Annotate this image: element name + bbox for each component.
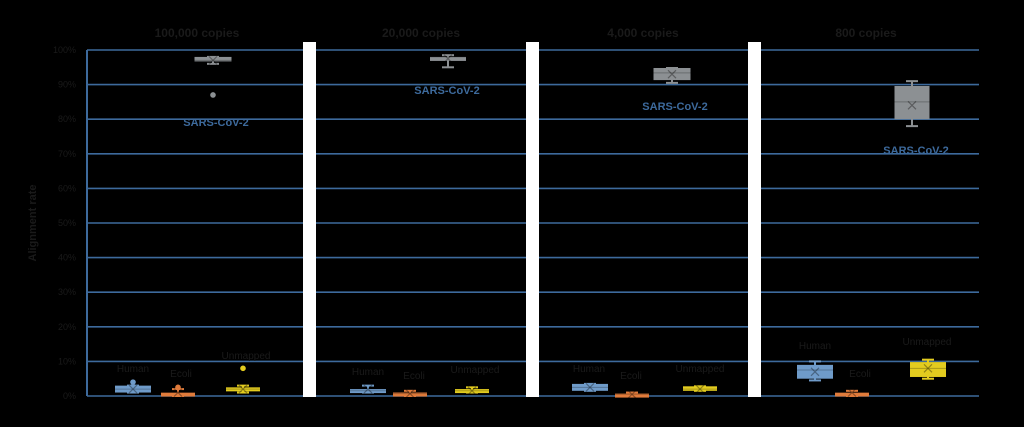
box-sars-cov-2-2 [653, 66, 691, 84]
y-axis-ticks: 0% 10% 20% 30% 40% 50% 60% 70% 80% 90% 100% [53, 45, 76, 401]
panel-title-4000: 4,000 copies [607, 26, 679, 40]
mean-marker-icon [405, 389, 415, 399]
y-tick-label: 50% [58, 218, 76, 228]
box-sars-cov-2-0 [194, 55, 232, 98]
outlier-point [175, 384, 181, 391]
human-label-20000: Human [352, 367, 384, 378]
box-ecoli-3 [835, 388, 869, 397]
box-ecoli-0 [161, 384, 195, 397]
y-tick-label: 70% [58, 149, 76, 159]
human-label-800: Human [799, 341, 831, 352]
panel-divider-1 [303, 42, 316, 397]
box-human-0 [115, 379, 151, 394]
mean-marker-icon [443, 54, 453, 64]
unmapped-label-100000: Unmapped [222, 351, 271, 362]
mean-marker-icon [810, 367, 820, 377]
panel-title-20000: 20,000 copies [382, 26, 460, 40]
panel-title-800: 800 copies [835, 26, 897, 40]
y-tick-label: 40% [58, 253, 76, 263]
ecoli-label-800: Ecoli [849, 369, 871, 380]
y-tick-label: 80% [58, 114, 76, 124]
mean-marker-icon [695, 384, 705, 394]
mean-marker-icon [467, 386, 477, 396]
mean-marker-icon [627, 389, 637, 399]
y-tick-label: 30% [58, 287, 76, 297]
box-unmapped-0 [226, 365, 260, 394]
panel-divider-3 [748, 42, 761, 397]
box-unmapped-2 [683, 384, 717, 394]
human-label-4000: Human [573, 364, 605, 375]
box-sars-cov-2-1 [430, 54, 466, 69]
y-axis-label: Alignment rate [27, 184, 39, 261]
y-tick-label: 60% [58, 183, 76, 193]
ecoli-label-4000: Ecoli [620, 371, 642, 382]
unmapped-label-20000: Unmapped [451, 365, 500, 376]
unmapped-label-800: Unmapped [903, 337, 952, 348]
mean-marker-icon [923, 363, 933, 373]
unmapped-label-4000: Unmapped [676, 364, 725, 375]
outlier-point [210, 92, 216, 98]
mean-marker-icon [208, 55, 218, 65]
ecoli-label-20000: Ecoli [403, 371, 425, 382]
outlier-point [130, 379, 136, 385]
ecoli-label-100000: Ecoli [170, 369, 192, 380]
box-sars-cov-2-3 [894, 80, 930, 128]
mean-marker-icon [667, 69, 677, 79]
sars-label-100000: SARS-CoV-2 [183, 117, 248, 129]
mean-marker-icon [363, 384, 373, 394]
y-tick-label: 0% [63, 391, 76, 401]
mean-marker-icon [128, 384, 138, 394]
box-human-2 [572, 382, 608, 392]
y-tick-label: 100% [53, 45, 76, 55]
y-tick-label: 20% [58, 322, 76, 332]
box-unmapped-3 [910, 358, 946, 380]
mean-marker-icon [907, 100, 917, 110]
panel-divider-2 [526, 42, 539, 397]
mean-marker-icon [847, 388, 857, 397]
mean-marker-icon [173, 388, 183, 397]
box-ecoli-1 [393, 389, 427, 399]
sars-label-800: SARS-CoV-2 [883, 145, 948, 157]
outlier-point [240, 365, 246, 372]
box-ecoli-2 [615, 389, 649, 399]
box-series [115, 54, 946, 399]
panel-title-100000: 100,000 copies [155, 26, 240, 40]
box-human-1 [350, 384, 386, 394]
box-human-3 [797, 360, 833, 382]
y-tick-label: 90% [58, 80, 76, 90]
sars-label-4000: SARS-CoV-2 [642, 101, 707, 113]
human-label-100000: Human [117, 364, 149, 375]
sars-label-20000: SARS-CoV-2 [414, 85, 479, 97]
y-tick-label: 10% [58, 356, 76, 366]
box-unmapped-1 [455, 386, 489, 396]
mean-marker-icon [238, 384, 248, 394]
mean-marker-icon [585, 382, 595, 392]
